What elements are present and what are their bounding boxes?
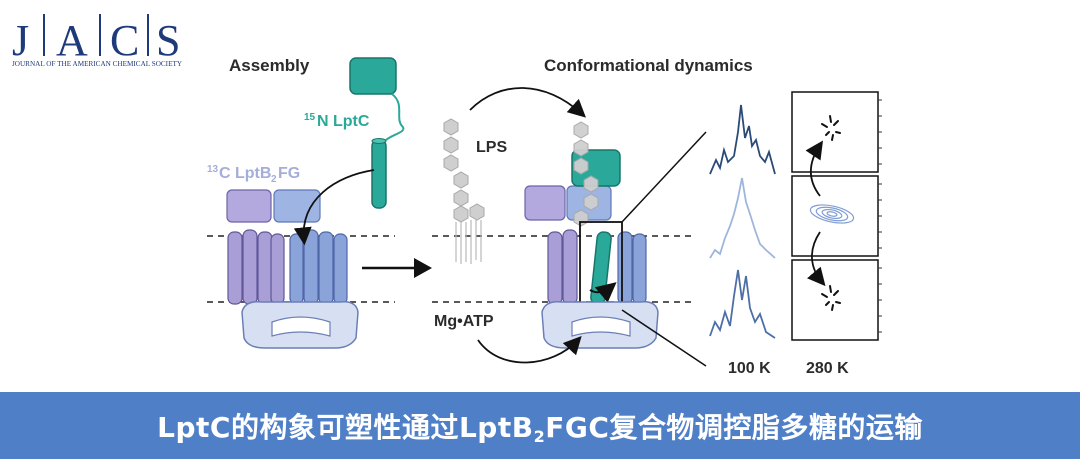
- logo-subtitle: JOURNAL OF THE AMERICAN CHEMICAL SOCIETY: [12, 60, 183, 68]
- logo-letter-a: A: [56, 16, 88, 65]
- lptb2fgc-complex: [524, 121, 659, 349]
- lps-label: LPS: [476, 139, 507, 156]
- caption-text: LptC的构象可塑性通过LptB2FGC复合物调控脂多糖的运输: [157, 406, 923, 446]
- dynamics-title: Conformational dynamics: [544, 56, 753, 75]
- complex-label-pre: C LptB: [219, 165, 271, 182]
- caption-post: FGC复合物调控脂多糖的运输: [545, 410, 923, 444]
- lptc-free: [349, 57, 405, 209]
- mgatp-label: Mg•ATP: [434, 313, 494, 330]
- assembly-title: Assembly: [229, 56, 310, 75]
- lps-tails: [455, 220, 482, 264]
- spectra-2d-panels: [791, 91, 882, 341]
- jacs-logo: J A C S JOURNAL OF THE AMERICAN CHEMICAL…: [12, 14, 183, 68]
- caption-pre: LptC的构象可塑性通过LptB: [157, 410, 534, 444]
- logo-letter-s: S: [156, 16, 180, 65]
- logo-letter-j: J: [12, 16, 29, 65]
- lptb2fg-complex-left: [226, 189, 359, 349]
- diagram-canvas: J A C S JOURNAL OF THE AMERICAN CHEMICAL…: [12, 14, 882, 377]
- complex-isotope: 13: [207, 164, 219, 175]
- logo-letter-c: C: [110, 16, 139, 65]
- lptc-isotope: 15: [304, 112, 316, 123]
- nmr-spectra: [709, 104, 776, 339]
- complex-label-sub: 2: [271, 174, 277, 185]
- complex-label-post: FG: [278, 165, 300, 182]
- temp-low-label: 100 K: [728, 360, 771, 377]
- caption-sub: 2: [533, 426, 546, 446]
- lptc-label: N LptC: [317, 113, 370, 130]
- lps-molecule: [443, 118, 485, 223]
- temp-high-label: 280 K: [806, 360, 849, 377]
- caption-banner: LptC的构象可塑性通过LptB2FGC复合物调控脂多糖的运输: [0, 392, 1080, 459]
